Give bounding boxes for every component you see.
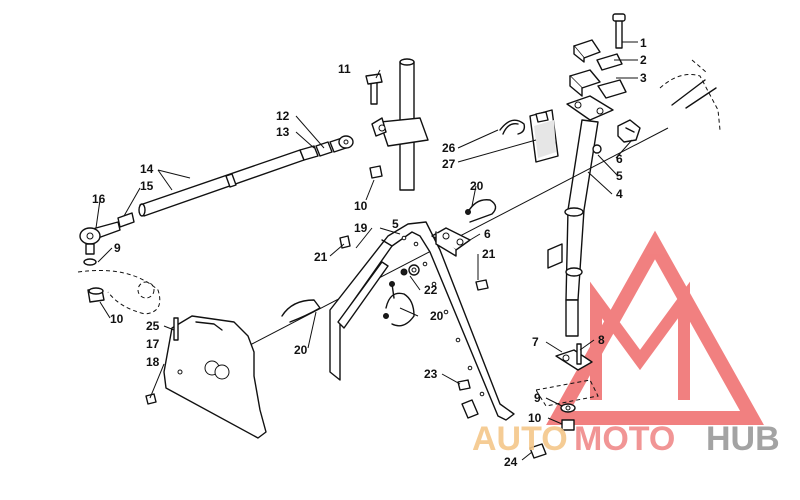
callout-labels: 1 2 3 6 5 4 11 12 13 14 15 16 9 10 10 26…: [92, 36, 647, 469]
callout-26: 26: [442, 141, 456, 155]
callout-20-top: 20: [470, 179, 484, 193]
leader-lines: [95, 41, 638, 461]
callout-7: 7: [532, 335, 539, 349]
callout-16: 16: [92, 192, 106, 206]
callout-9-right: 9: [534, 391, 541, 405]
callout-25: 25: [146, 319, 160, 333]
callout-3: 3: [640, 71, 647, 85]
shield-plate: [145, 315, 267, 439]
watermark-hub: HUB: [706, 420, 780, 458]
callout-18: 18: [146, 355, 160, 369]
callout-27: 27: [442, 157, 456, 171]
callout-12: 12: [276, 109, 290, 123]
callout-1: 1: [640, 36, 647, 50]
callout-19: 19: [354, 221, 368, 235]
callout-13: 13: [276, 125, 290, 139]
u-bolts: [281, 199, 497, 327]
fasteners: [339, 235, 547, 459]
callout-6-center: 6: [484, 227, 491, 241]
callout-5-center: 5: [392, 217, 399, 231]
callout-15: 15: [140, 179, 154, 193]
callout-20-left: 20: [294, 343, 308, 357]
watermark-text: AUTO MOTO HUB: [472, 420, 780, 458]
callout-9-left: 9: [114, 241, 121, 255]
steering-post: [547, 13, 641, 337]
callout-6-right: 6: [616, 152, 623, 166]
column-tube: [365, 58, 429, 191]
callout-17: 17: [146, 337, 160, 351]
callout-5-right: 5: [616, 169, 623, 183]
callout-21-right: 21: [482, 247, 496, 261]
callout-14: 14: [140, 162, 154, 176]
steering-arm-lower: [535, 343, 599, 431]
callout-22: 22: [424, 283, 438, 297]
callout-10-left: 10: [110, 312, 124, 326]
support-frame: [329, 221, 515, 421]
callout-4: 4: [616, 187, 623, 201]
tie-rod: [77, 135, 354, 315]
watermark-triangle-outer: [546, 230, 764, 425]
callout-24: 24: [504, 455, 518, 469]
callout-20-right: 20: [430, 309, 444, 323]
callout-10-right: 10: [528, 411, 542, 425]
watermark-logo: [546, 230, 764, 425]
watermark-auto: AUTO: [472, 420, 568, 458]
watermark-m-shape: [590, 281, 690, 400]
frame-outline-right: [659, 59, 721, 131]
watermark-moto: MOTO: [574, 420, 675, 458]
callout-10-center: 10: [354, 199, 368, 213]
part-26-27: [499, 109, 559, 163]
callout-8: 8: [598, 333, 605, 347]
callout-11: 11: [338, 62, 351, 76]
callout-2: 2: [640, 53, 647, 67]
callout-21-left: 21: [314, 250, 328, 264]
callout-23: 23: [424, 367, 438, 381]
